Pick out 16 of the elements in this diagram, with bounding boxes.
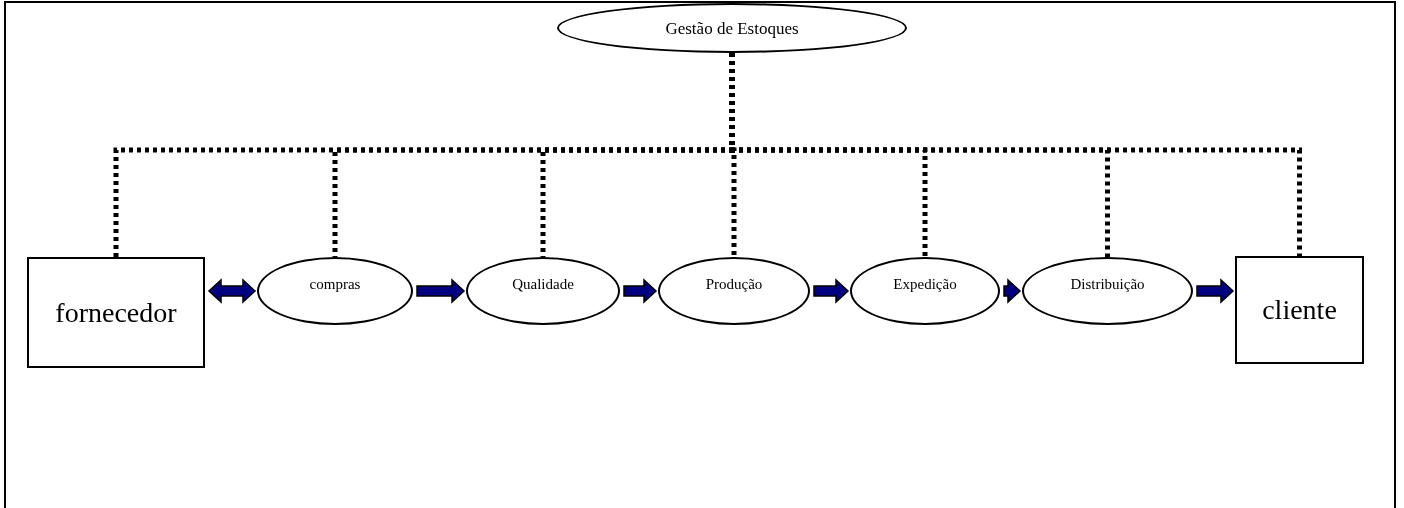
block-arrow [813, 278, 850, 304]
rect-node [1235, 256, 1364, 364]
rect-node [27, 257, 205, 368]
block-arrow [207, 278, 257, 304]
node-label: Qualidade [512, 277, 574, 292]
block-arrow [1196, 278, 1235, 304]
node-label: cliente [1262, 296, 1337, 324]
block-arrow [416, 278, 466, 304]
node-label: compras [309, 277, 361, 292]
node-label: Distribuição [1070, 277, 1145, 292]
node-label: Gestão de Estoques [665, 19, 799, 37]
node-label: Produção [705, 277, 763, 292]
node-label: Expedição [893, 277, 957, 292]
block-arrow [1003, 278, 1022, 304]
block-arrow [623, 278, 658, 304]
node-label: fornecedor [55, 298, 177, 327]
